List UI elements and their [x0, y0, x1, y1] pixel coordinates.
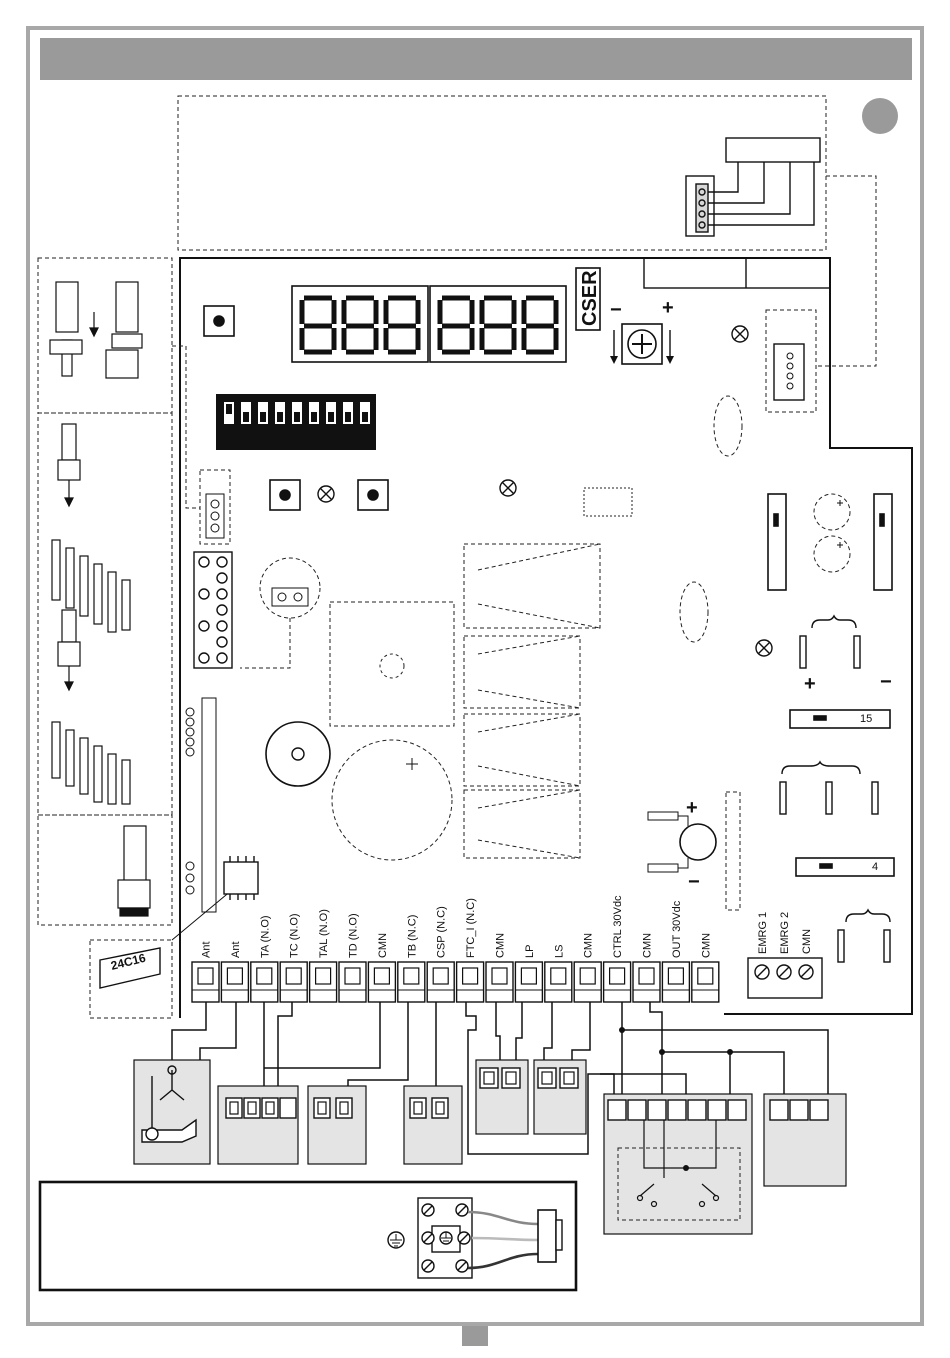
trimmer-minus: −	[610, 299, 622, 321]
motor-minus: −	[688, 871, 700, 893]
terminal-label: TC (N.O)	[289, 913, 301, 958]
terminal-label: CMN	[642, 933, 654, 958]
header-band	[40, 38, 912, 80]
terminal-label: TA (N.O)	[259, 915, 271, 958]
terminal-label: LP	[524, 945, 536, 958]
trimmer-plus: +	[662, 297, 674, 319]
fuse-label: 15	[860, 713, 872, 725]
terminal-label: Ant	[201, 941, 213, 958]
step-marker-circle	[862, 98, 898, 134]
emergency-terminal-label: CMN	[801, 929, 813, 954]
terminal-label: CMN	[700, 933, 712, 958]
terminal-label: Ant	[230, 941, 242, 958]
emergency-terminal-block	[748, 958, 822, 998]
terminal-label: CMN	[583, 933, 595, 958]
terminal-label: CMN	[495, 933, 507, 958]
fuse-label-small: 4	[872, 861, 878, 873]
dip-switch	[216, 394, 376, 450]
page-number-tab	[462, 1326, 488, 1346]
jumper-bank	[194, 552, 232, 668]
terminal-label: CMN	[377, 933, 389, 958]
terminal-label: CTRL 30Vdc	[612, 895, 624, 958]
terminal-label: LS	[553, 945, 565, 958]
battery-minus: −	[880, 671, 892, 693]
battery-plus: +	[804, 673, 816, 695]
motor-plus: +	[686, 797, 698, 819]
terminal-label: OUT 30Vdc	[671, 900, 683, 958]
emergency-terminal-label: EMRG 2	[779, 912, 791, 954]
smd-chip	[224, 856, 258, 900]
terminal-label: TAL (N.O)	[318, 909, 330, 958]
buzzer	[266, 722, 330, 786]
mains-connection-panel	[40, 1182, 576, 1290]
terminal-label: FTC_I (N.C)	[465, 898, 477, 958]
terminal-label: TB (N.C)	[406, 915, 418, 958]
terminal-label: TD (N.O)	[348, 913, 360, 958]
terminal-label: CSP (N.C)	[436, 906, 448, 958]
cser-label: CSER	[579, 270, 601, 326]
emergency-terminal-label: EMRG 1	[757, 912, 769, 954]
